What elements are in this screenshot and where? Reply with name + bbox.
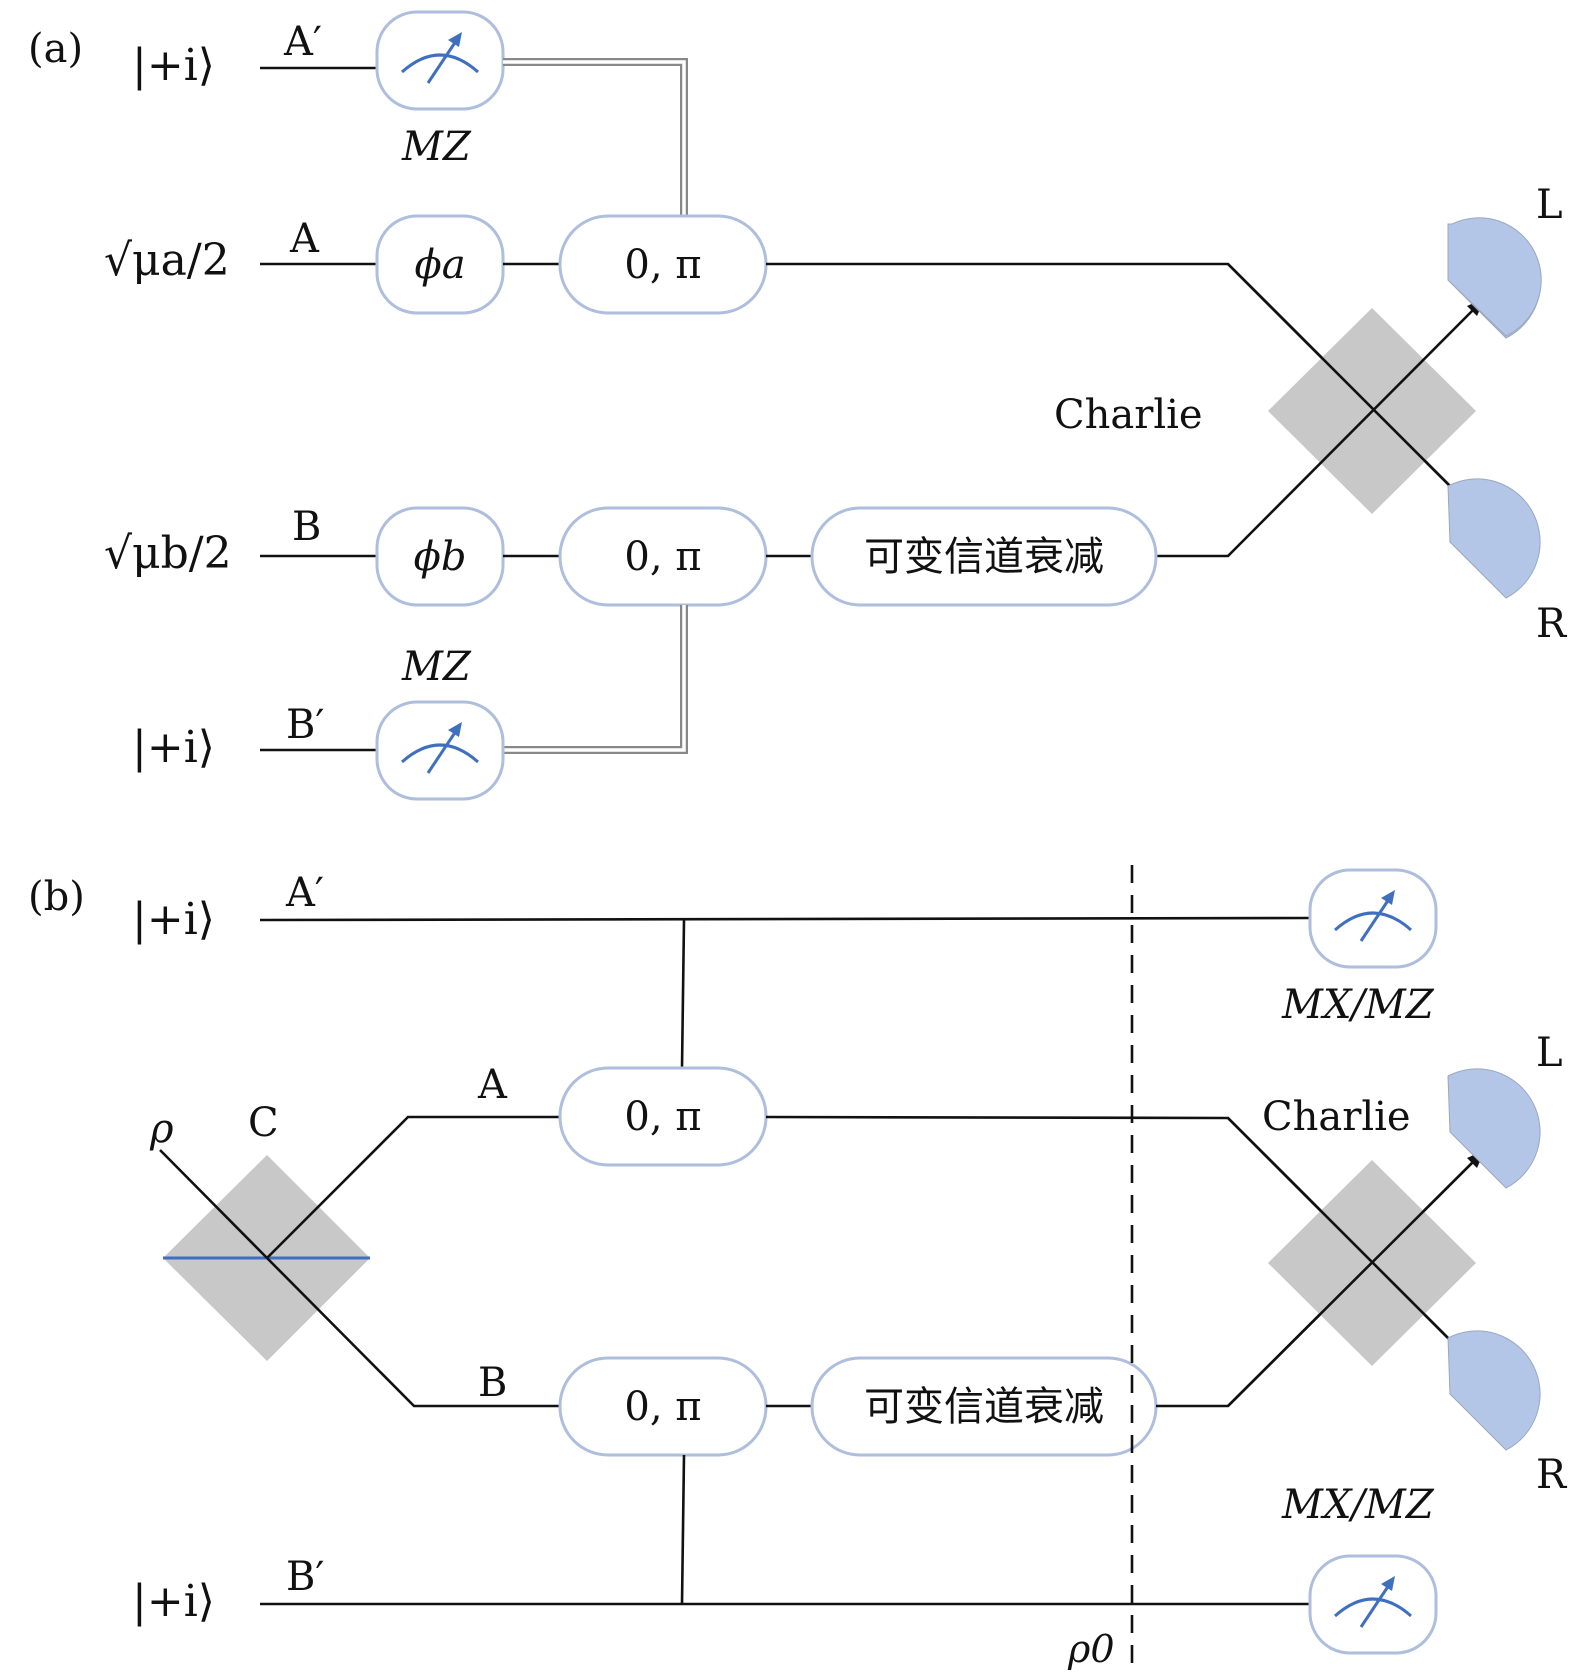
- panel-b-wire-b: [266, 1257, 560, 1408]
- panel-b-detector-r: [1447, 1330, 1541, 1451]
- panel-b-modulator-top-label: 0, π: [624, 1094, 701, 1140]
- panel-a: (a) |+i⟩ A′ MZ √μa/2 A ϕa 0, π Charlie: [28, 10, 1568, 801]
- panel-b-tag: (b): [28, 874, 85, 920]
- panel-a-wire-label-b: B: [292, 504, 321, 550]
- panel-a-detector-l: [1447, 217, 1542, 337]
- panel-b-control-bottom: [680, 1454, 686, 1605]
- panel-b-state-b-prime: |+i⟩: [132, 1576, 215, 1627]
- panel-a-meter-label-top: MZ: [401, 124, 472, 170]
- panel-a-charlie: Charlie: [1054, 392, 1203, 438]
- panel-a-state-a: √μa/2: [104, 235, 230, 286]
- panel-b-detector-l: [1447, 1068, 1541, 1189]
- panel-b-meter-bottom: [1308, 1554, 1438, 1655]
- panel-b-wire-label-a-prime: A′: [285, 870, 324, 916]
- panel-a-tag: (a): [28, 26, 83, 72]
- panel-a-state-b-prime: |+i⟩: [132, 722, 215, 773]
- panel-a-modulator-bottom-label: 0, π: [624, 534, 701, 580]
- panel-a-state-a-prime: |+i⟩: [132, 40, 215, 91]
- panel-b-source-c: C: [248, 1100, 279, 1146]
- panel-b-modulator-bottom-label: 0, π: [624, 1384, 701, 1430]
- meter-icon: [401, 53, 479, 74]
- panel-b-det-l-label: L: [1536, 1030, 1563, 1076]
- panel-b-meter-label-top: MX/MZ: [1281, 982, 1435, 1028]
- panel-a-attenuator: [810, 506, 1158, 607]
- panel-b-wire-a-prime: [259, 916, 1311, 922]
- panel-a-state-b: √μb/2: [104, 528, 232, 579]
- panel-b-attenuator-label: 可变信道衰减: [864, 1384, 1104, 1430]
- meter-icon: [1334, 911, 1412, 932]
- panel-b-source-rho: ρ: [149, 1106, 174, 1152]
- panel-a-detector-r: [1447, 478, 1541, 599]
- panel-b-state-a-prime: |+i⟩: [132, 894, 215, 945]
- panel-b-wire-label-a: A: [477, 1062, 508, 1108]
- panel-a-meter-bottom: [375, 700, 505, 801]
- panel-a-wire-label-a-prime: A′: [283, 19, 322, 65]
- panel-a-modulator-top-label: 0, π: [624, 242, 701, 288]
- panel-b-control-top: [680, 919, 686, 1069]
- panel-a-det-r-label: R: [1536, 601, 1568, 647]
- panel-b-cut-label: ρ0: [1067, 1627, 1115, 1671]
- meter-icon: [401, 743, 479, 764]
- panel-a-det-l-label: L: [1536, 182, 1563, 228]
- panel-b-det-r-label: R: [1536, 1452, 1568, 1498]
- panel-a-classical-wire-top: [503, 60, 686, 216]
- panel-b-meter-top: [1308, 868, 1438, 969]
- panel-b-wire-label-b-prime: B′: [286, 1554, 324, 1600]
- panel-a-phase-b: ϕb: [414, 534, 467, 580]
- panel-a-meter-label-bottom: MZ: [401, 644, 472, 690]
- panel-b: (b) |+i⟩ A′ MX/MZ ρ C A 0, π B 0, π: [28, 865, 1568, 1671]
- panel-b-charlie: Charlie: [1262, 1094, 1411, 1140]
- panel-a-attenuator-label: 可变信道衰减: [864, 534, 1104, 580]
- panel-b-wire-a: [266, 1115, 560, 1259]
- panel-a-meter-top: [375, 10, 505, 111]
- panel-a-classical-wire-bottom: [503, 605, 686, 752]
- panel-a-wire-label-b-prime: B′: [286, 702, 324, 748]
- panel-a-phase-a: ϕa: [414, 242, 465, 288]
- panel-b-meter-label-bottom: MX/MZ: [1281, 1482, 1435, 1528]
- panel-a-wire-label-a: A: [289, 216, 320, 262]
- panel-b-modulator-top: [558, 1066, 768, 1167]
- panel-b-wire-label-b: B: [478, 1360, 507, 1406]
- meter-icon: [1334, 1597, 1412, 1618]
